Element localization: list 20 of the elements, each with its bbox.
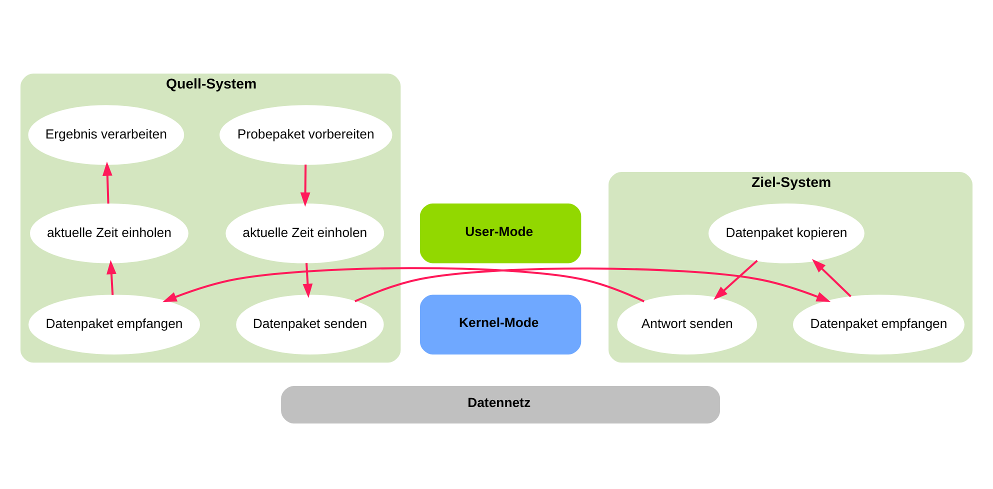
arrow	[812, 259, 852, 298]
arrow	[106, 260, 116, 295]
node-ellipse: Datenpaket empfangen	[792, 294, 965, 354]
arrow	[354, 268, 831, 302]
node-box: Datennetz	[281, 386, 720, 424]
arrow	[302, 263, 313, 298]
node-ellipse: Ergebnis verarbeiten	[28, 105, 184, 165]
arrow	[162, 267, 645, 302]
node-box: Kernel-Mode	[420, 294, 582, 354]
node-ellipse: Antwort senden	[617, 294, 758, 354]
node-ellipse: Datenpaket senden	[236, 294, 384, 354]
node-ellipse: aktuelle Zeit einholen	[226, 203, 384, 264]
arrow	[300, 164, 310, 207]
node-ellipse: Datenpaket empfangen	[28, 294, 200, 354]
node-ellipse: Datenpaket kopieren	[708, 203, 864, 264]
arrow	[102, 162, 112, 204]
node-ellipse: aktuelle Zeit einholen	[30, 203, 188, 264]
node-ellipse: Probepaket vorbereiten	[220, 105, 392, 165]
node-box: User-Mode	[420, 203, 582, 264]
arrow	[714, 260, 758, 300]
